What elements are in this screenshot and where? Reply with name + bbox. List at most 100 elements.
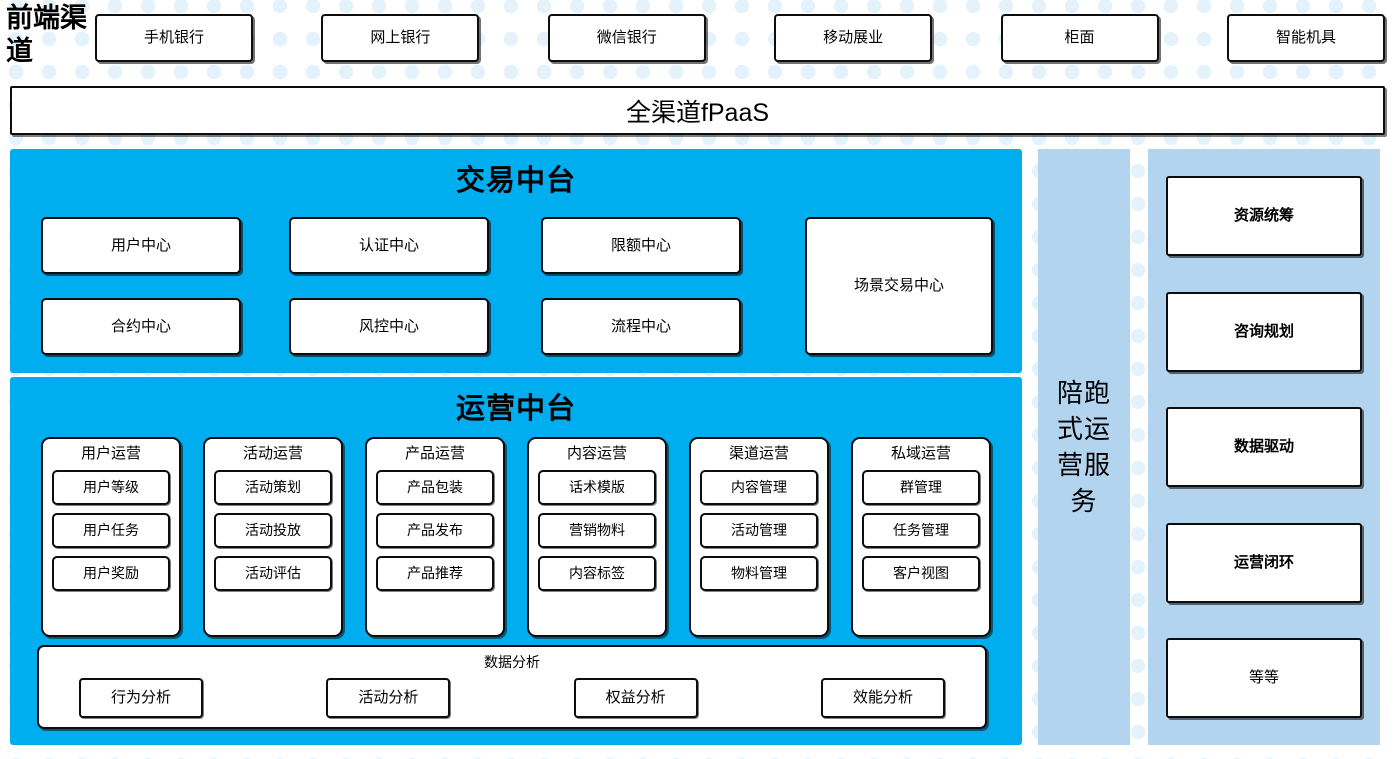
data-analysis-item-efficiency[interactable]: 效能分析 [820,678,945,718]
trade-box-label: 限额中心 [610,236,671,254]
trade-box-label: 用户中心 [110,236,171,254]
ops-item-label: 话术模版 [569,479,625,496]
channel-box-label: 微信银行 [596,29,657,47]
ops-item[interactable]: 任务管理 [862,513,980,548]
capability-box-operation-closed-loop[interactable]: 运营闭环 [1166,522,1362,603]
ops-item-label: 产品发布 [407,522,463,539]
operations-middle-platform-panel: 运营中台 用户运营 用户等级 用户任务 用户奖励 活动运营 活动策划 活动投放 … [10,377,1022,745]
data-analysis-title: 数据分析 [484,654,540,670]
ops-column-title: 内容运营 [566,445,627,462]
ops-column-title: 活动运营 [242,445,303,462]
ops-column-campaign-operations[interactable]: 活动运营 活动策划 活动投放 活动评估 [203,437,343,637]
operations-column-group: 用户运营 用户等级 用户任务 用户奖励 活动运营 活动策划 活动投放 活动评估 … [41,437,991,637]
ops-item[interactable]: 活动策划 [214,470,332,505]
ops-item[interactable]: 营销物料 [538,513,656,548]
channel-box-online-bank[interactable]: 网上银行 [321,14,480,62]
channel-box-mobile-bank[interactable]: 手机银行 [95,14,253,62]
channel-box-label: 移动展业 [823,29,884,47]
ops-item-label: 产品包装 [407,479,463,496]
trade-box-label: 风控中心 [358,317,419,335]
capability-box-label: 资源统筹 [1233,207,1294,225]
capability-box-label: 运营闭环 [1233,553,1294,571]
ops-item-label: 物料管理 [731,565,787,582]
ops-column-title: 产品运营 [404,445,465,462]
ops-item-label: 产品推荐 [407,565,463,582]
ops-item[interactable]: 内容标签 [538,556,656,591]
ops-item[interactable]: 活动评估 [214,556,332,591]
trade-box-limit-center[interactable]: 限额中心 [541,217,741,274]
operations-middle-platform-title: 运营中台 [455,393,576,425]
ops-item[interactable]: 话术模版 [538,470,656,505]
accompanying-operation-service-column: 陪跑式运营服务 [1038,149,1130,745]
ops-column-title: 用户运营 [80,445,141,462]
trade-box-label: 合约中心 [110,317,171,335]
ops-item[interactable]: 产品推荐 [376,556,494,591]
channel-box-label: 柜面 [1064,29,1095,47]
capability-box-etc[interactable]: 等等 [1166,638,1362,718]
ops-item[interactable]: 群管理 [862,470,980,505]
ops-item-label: 用户任务 [83,522,139,539]
ops-item[interactable]: 活动管理 [700,513,818,548]
channel-box-wechat-bank[interactable]: 微信银行 [547,14,706,62]
ops-item[interactable]: 用户等级 [52,470,170,505]
ops-item-label: 活动管理 [731,522,787,539]
ops-item-label: 用户等级 [83,479,139,496]
ops-item-label: 客户视图 [893,565,949,582]
data-analysis-item-benefit[interactable]: 权益分析 [573,678,698,718]
ops-item[interactable]: 用户奖励 [52,556,170,591]
capability-box-resource-coordination[interactable]: 资源统筹 [1166,176,1362,256]
capability-box-label: 数据驱动 [1233,438,1294,456]
trade-box-contract-center[interactable]: 合约中心 [41,298,241,355]
ops-column-title: 渠道运营 [728,445,789,462]
data-analysis-item-label: 效能分析 [852,689,913,707]
ops-column-private-domain-operations[interactable]: 私域运营 群管理 任务管理 客户视图 [851,437,991,637]
trade-box-user-center[interactable]: 用户中心 [41,217,241,274]
capability-box-label: 等等 [1248,669,1279,687]
trade-middle-platform-panel: 交易中台 用户中心 认证中心 限额中心 合约中心 风控中心 流程中心 场景交易中… [10,149,1022,373]
ops-item-label: 活动评估 [245,565,301,582]
data-analysis-item-campaign[interactable]: 活动分析 [326,678,451,718]
ops-item-label: 任务管理 [893,522,949,539]
omnichannel-fpaas-label: 全渠道fPaaS [625,98,770,127]
ops-item[interactable]: 产品包装 [376,470,494,505]
ops-column-content-operations[interactable]: 内容运营 话术模版 营销物料 内容标签 [527,437,667,637]
capability-box-data-driven[interactable]: 数据驱动 [1166,407,1362,487]
ops-item-label: 群管理 [900,479,942,496]
channel-box-mobile-business[interactable]: 移动展业 [774,14,933,62]
ops-item[interactable]: 用户任务 [52,513,170,548]
ops-item[interactable]: 产品发布 [376,513,494,548]
ops-item-label: 活动投放 [245,522,301,539]
ops-column-channel-operations[interactable]: 渠道运营 内容管理 活动管理 物料管理 [689,437,829,637]
data-analysis-item-label: 权益分析 [605,689,666,707]
data-analysis-item-label: 活动分析 [358,689,419,707]
trade-box-process-center[interactable]: 流程中心 [541,298,741,355]
ops-column-title: 私域运营 [890,445,951,462]
ops-column-user-operations[interactable]: 用户运营 用户等级 用户任务 用户奖励 [41,437,181,637]
trade-box-riskcontrol-center[interactable]: 风控中心 [289,298,489,355]
ops-item-label: 营销物料 [569,522,625,539]
capability-panel: 资源统筹 咨询规划 数据驱动 运营闭环 等等 [1148,149,1380,745]
channel-box-label: 网上银行 [370,29,431,47]
ops-item-label: 活动策划 [245,479,301,496]
ops-item-label: 内容标签 [569,565,625,582]
capability-box-consulting-planning[interactable]: 咨询规划 [1166,291,1362,372]
omnichannel-fpaas-bar[interactable]: 全渠道fPaaS [10,86,1385,135]
data-analysis-item-behavior[interactable]: 行为分析 [79,678,203,718]
trade-box-scenario-trade-center[interactable]: 场景交易中心 [805,217,993,355]
trade-middle-platform-title: 交易中台 [455,165,576,197]
channel-box-row: 手机银行 网上银行 微信银行 移动展业 柜面 智能机具 [95,14,1385,62]
data-analysis-item-group: 行为分析 活动分析 权益分析 效能分析 [79,678,945,718]
data-analysis-strip[interactable]: 数据分析 行为分析 活动分析 权益分析 效能分析 [37,645,987,729]
ops-item[interactable]: 活动投放 [214,513,332,548]
trade-platform-grid: 用户中心 认证中心 限额中心 合约中心 风控中心 流程中心 场景交易中心 [41,217,993,355]
ops-item[interactable]: 内容管理 [700,470,818,505]
ops-column-product-operations[interactable]: 产品运营 产品包装 产品发布 产品推荐 [365,437,505,637]
trade-box-auth-center[interactable]: 认证中心 [289,217,489,274]
data-analysis-item-label: 行为分析 [110,689,171,707]
channel-box-label: 智能机具 [1275,29,1336,47]
ops-item[interactable]: 客户视图 [862,556,980,591]
channel-box-counter[interactable]: 柜面 [1000,14,1159,62]
ops-item-label: 用户奖励 [83,565,139,582]
ops-item[interactable]: 物料管理 [700,556,818,591]
channel-box-smart-machine[interactable]: 智能机具 [1226,14,1385,62]
